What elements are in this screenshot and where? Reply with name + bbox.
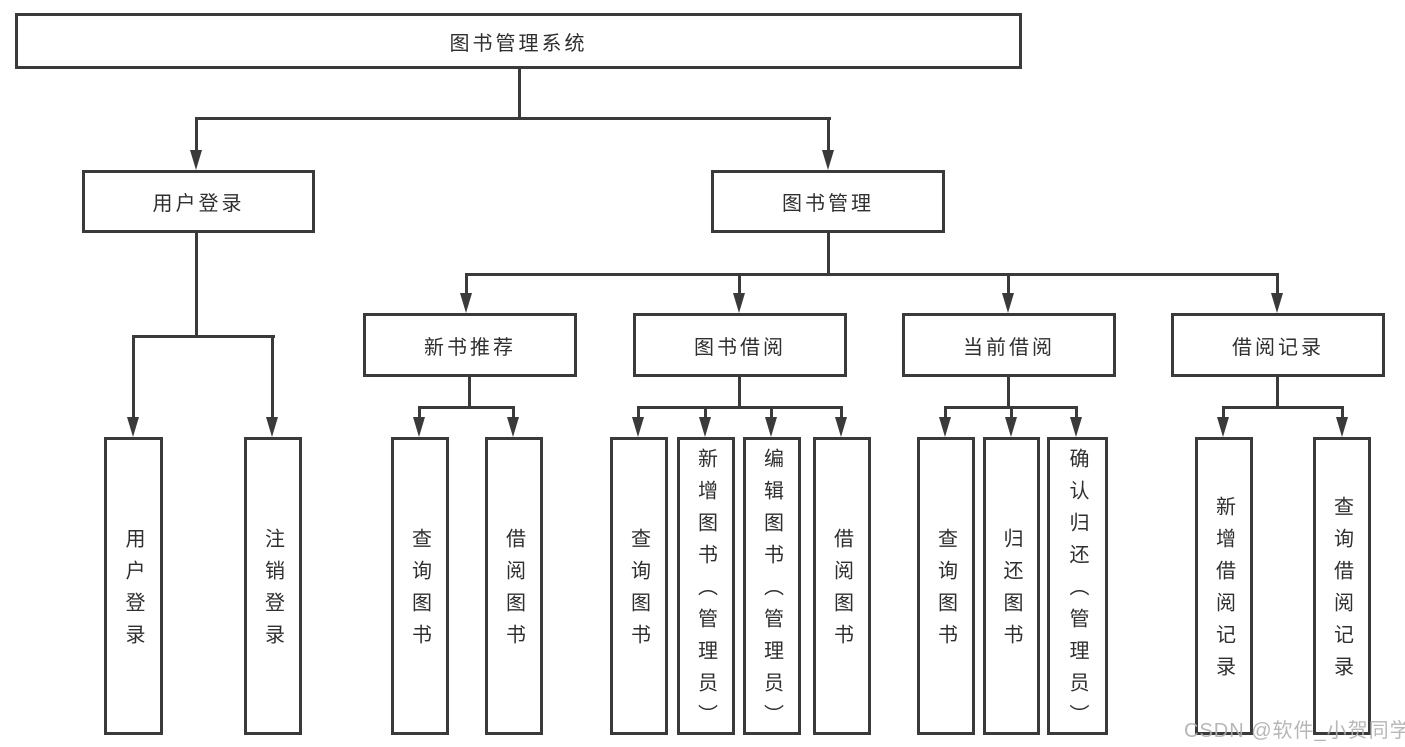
node-leaf-query-book-2: 查询图书	[610, 437, 668, 735]
node-leaf-add-borrow-record: 新增借阅记录	[1195, 437, 1253, 735]
connector-line	[132, 335, 135, 421]
node-label: 借阅图书	[502, 528, 525, 656]
arrow-down-icon	[822, 150, 834, 170]
connector-line	[770, 406, 773, 422]
connector-line	[271, 335, 274, 421]
connector-line	[704, 406, 707, 422]
connector-line	[418, 406, 421, 422]
arrow-down-icon	[733, 293, 745, 313]
node-label: 编辑图书（管理员）	[760, 448, 783, 736]
node-leaf-edit-book-admin: 编辑图书（管理员）	[743, 437, 801, 736]
arrow-down-icon	[1271, 293, 1283, 313]
node-root: 图书管理系统	[15, 13, 1022, 69]
connector-line	[827, 233, 830, 275]
connector-line	[1276, 377, 1279, 408]
arrow-down-icon	[765, 417, 777, 437]
connector-line	[518, 69, 521, 119]
connector-line	[637, 406, 843, 409]
connector-line	[465, 273, 1279, 276]
connector-line	[738, 377, 741, 408]
connector-line	[195, 233, 198, 337]
connector-line	[637, 406, 640, 422]
arrow-down-icon	[1217, 417, 1229, 437]
connector-line	[468, 377, 471, 408]
connector-line	[465, 273, 468, 297]
connector-line	[1222, 406, 1225, 422]
node-label: 归还图书	[1000, 528, 1022, 656]
node-book-borrow: 图书借阅	[633, 313, 847, 377]
node-leaf-return-book: 归还图书	[983, 437, 1040, 735]
connector-line	[1007, 377, 1010, 408]
arrow-down-icon	[1005, 417, 1017, 437]
arrow-down-icon	[939, 417, 951, 437]
arrow-down-icon	[190, 150, 202, 170]
arrow-down-icon	[413, 417, 425, 437]
node-leaf-add-book-admin: 新增图书（管理员）	[677, 437, 735, 736]
arrow-down-icon	[127, 417, 139, 437]
node-label: 查询图书	[934, 528, 957, 656]
arrow-down-icon	[632, 417, 644, 437]
node-label: 查询图书	[627, 528, 650, 656]
connector-line	[132, 335, 275, 338]
connector-line	[1010, 406, 1013, 422]
connector-line	[1276, 273, 1279, 297]
node-label: 查询借阅记录	[1330, 496, 1353, 688]
node-current-borrow: 当前借阅	[902, 313, 1116, 377]
connector-line	[1222, 406, 1344, 409]
connector-line	[1007, 273, 1010, 297]
node-label: 查询图书	[408, 528, 431, 656]
node-leaf-query-book-3: 查询图书	[917, 437, 975, 735]
connector-line	[738, 273, 741, 297]
connector-line	[1075, 406, 1078, 422]
node-user-login: 用户登录	[82, 170, 315, 233]
node-borrow-record: 借阅记录	[1171, 313, 1385, 377]
node-label: 注销登录	[261, 528, 284, 656]
connector-line	[195, 117, 198, 155]
node-label: 新增借阅记录	[1212, 496, 1235, 688]
arrow-down-icon	[835, 417, 847, 437]
connector-line	[512, 406, 515, 422]
arrow-down-icon	[699, 417, 711, 437]
connector-line	[195, 117, 831, 120]
connector-line	[1341, 406, 1344, 422]
connector-line	[827, 117, 830, 155]
node-leaf-query-borrow-record: 查询借阅记录	[1313, 437, 1371, 735]
arrow-down-icon	[507, 417, 519, 437]
connector-line	[840, 406, 843, 422]
arrow-down-icon	[1070, 417, 1082, 437]
node-leaf-logout: 注销登录	[244, 437, 302, 735]
connector-line	[944, 406, 947, 422]
node-book-management: 图书管理	[711, 170, 945, 233]
arrow-down-icon	[1002, 293, 1014, 313]
node-label: 用户登录	[122, 528, 144, 656]
arrow-down-icon	[460, 293, 472, 313]
node-leaf-borrow-book-1: 借阅图书	[485, 437, 543, 735]
node-new-book-recommend: 新书推荐	[363, 313, 577, 377]
node-leaf-query-book-1: 查询图书	[391, 437, 449, 735]
node-label: 确认归还（管理员）	[1066, 448, 1088, 736]
node-label: 借阅图书	[830, 528, 853, 656]
node-leaf-borrow-book-2: 借阅图书	[813, 437, 871, 735]
node-leaf-user-login: 用户登录	[104, 437, 163, 735]
node-label: 新增图书（管理员）	[694, 448, 717, 736]
arrow-down-icon	[1336, 417, 1348, 437]
watermark: CSDN @软件_小贺同学	[1184, 720, 1405, 742]
node-leaf-confirm-return-admin: 确认归还（管理员）	[1047, 437, 1108, 736]
connector-line	[418, 406, 515, 409]
arrow-down-icon	[266, 417, 278, 437]
